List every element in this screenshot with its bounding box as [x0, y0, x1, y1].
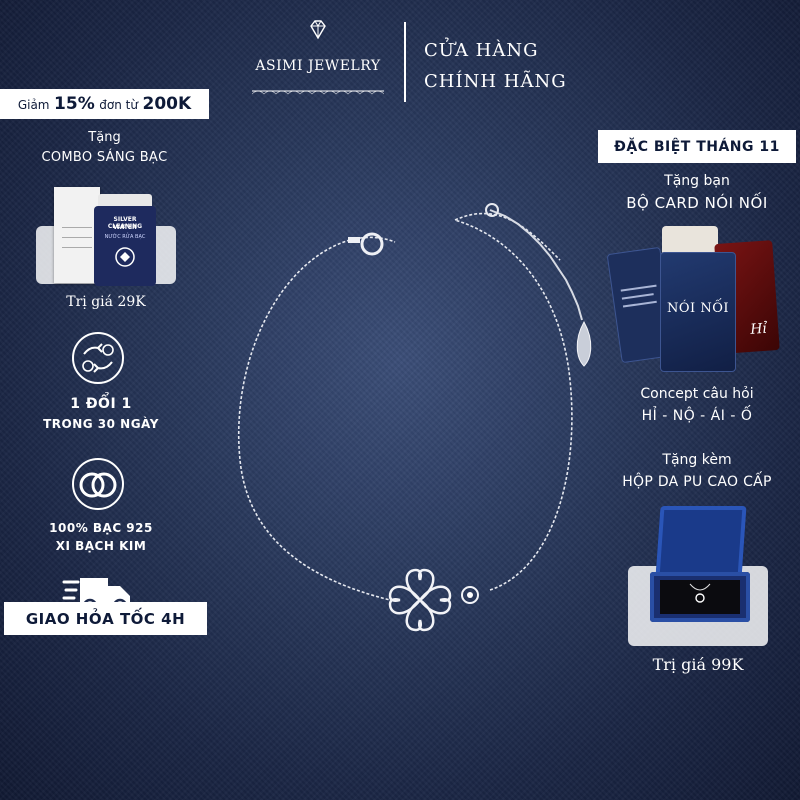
- bracelet-image: [238, 203, 592, 632]
- exchange-line2: TRONG 30 NGÀY: [43, 417, 159, 431]
- gift-name: COMBO SÁNG BẠC: [41, 150, 168, 165]
- rings-icon: [72, 458, 124, 510]
- concept-values: HỈ - NỘ - ÁI - Ố: [641, 408, 753, 424]
- header-divider: [404, 22, 406, 102]
- gift-value: Trị giá 29K: [66, 294, 146, 310]
- delivery-banner: GIAO HỎA TỐC 4H: [4, 602, 207, 635]
- store-label-line1: CỬA HÀNG: [424, 40, 539, 61]
- bonus-name: HỘP DA PU CAO CẤP: [622, 474, 772, 490]
- store-label-line2: CHÍNH HÃNG: [424, 71, 567, 92]
- bonus-label: Tặng kèm: [662, 452, 732, 468]
- brand-name: ASIMI JEWELRY: [255, 58, 381, 74]
- bonus-value: Trị giá 99K: [652, 655, 744, 674]
- material-line1: 100% BẠC 925: [49, 521, 153, 535]
- jewelry-box-image: [650, 506, 750, 642]
- discount-amount: 200K: [142, 94, 192, 114]
- bottle-label-3: NƯỚC RỬA BẠC: [104, 234, 146, 240]
- cleaning-bottle-image: SILVER CLEANING WATER NƯỚC RỬA BẠC: [94, 194, 156, 286]
- bottle-label-1: SILVER CLEANING: [107, 216, 143, 230]
- card-gift-label: Tặng bạn: [664, 173, 730, 189]
- brand-underline: [252, 90, 384, 95]
- exchange-line1: 1 ĐỔI 1: [70, 396, 132, 412]
- exchange-hands-icon: [72, 332, 124, 384]
- bottle-label-2: WATER: [113, 224, 137, 231]
- discount-percent: 15%: [54, 94, 95, 114]
- card-gift-name: BỘ CARD NÓI NỐI: [626, 194, 768, 212]
- card-main: NÓI NỐI: [660, 252, 736, 372]
- material-line2: XI BẠCH KIM: [55, 539, 147, 553]
- bottle-logo-icon: [115, 247, 135, 267]
- discount-mid: đơn từ: [99, 98, 138, 112]
- gift-label: Tặng: [88, 130, 121, 145]
- discount-prefix: Giảm: [17, 98, 50, 112]
- polishing-cloth-image: [54, 187, 100, 283]
- delivery-text: GIAO HỎA TỐC 4H: [25, 609, 186, 628]
- card-red-label: Hỉ: [749, 320, 768, 338]
- discount-banner: Giảm 15% đơn từ 200K: [0, 89, 209, 119]
- diamond-logo-icon: [310, 20, 326, 40]
- discount-text: Giảm 15% đơn từ 200K: [18, 94, 191, 114]
- special-banner: ĐẶC BIỆT THÁNG 11: [598, 130, 796, 163]
- card-main-title: NÓI NỐI: [667, 301, 729, 316]
- special-text: ĐẶC BIỆT THÁNG 11: [614, 138, 780, 155]
- concept-label: Concept câu hỏi: [640, 386, 754, 402]
